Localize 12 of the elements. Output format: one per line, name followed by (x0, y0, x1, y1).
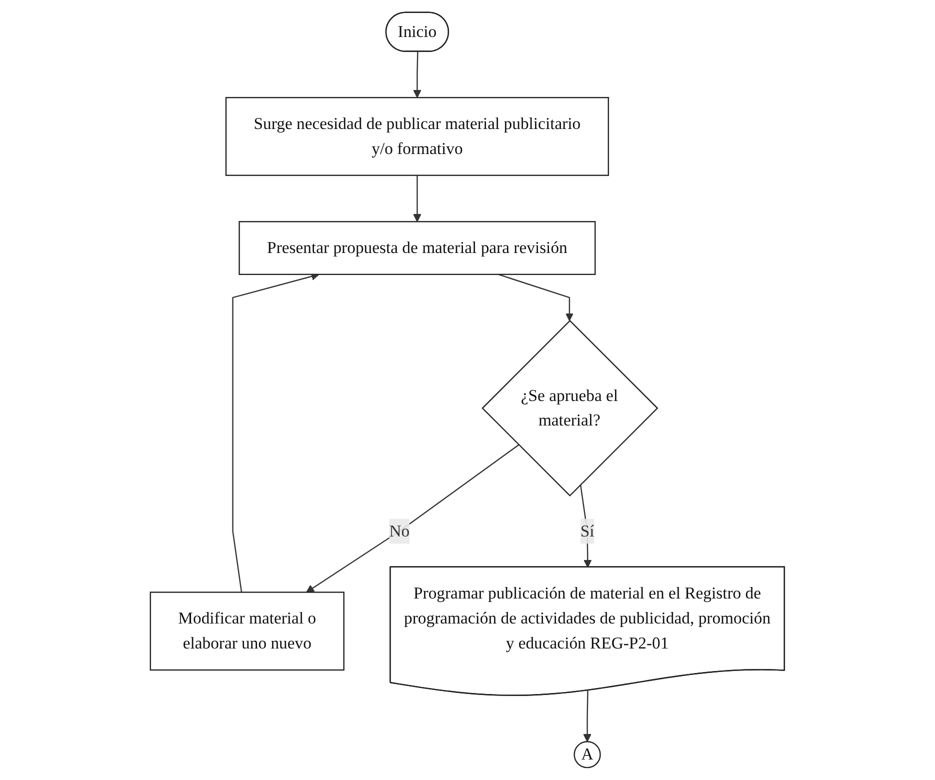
arrow (413, 52, 422, 98)
node-box: Surge necesidad de publicar material publicitario y/o formativo (225, 97, 610, 176)
edge-label: Sí (580, 522, 594, 540)
arrow (413, 175, 422, 222)
arrow (306, 444, 520, 593)
node-diamond: ¿Se aprueba el material? (482, 320, 658, 496)
edge-label: No (389, 522, 410, 540)
node-box: Presentar propuesta de material para revisión (238, 221, 596, 276)
node-box: Modificar material o elaborar uno nuevo (150, 592, 345, 671)
arrow (583, 690, 592, 742)
arrow (498, 274, 574, 322)
node-circle: A (574, 741, 601, 768)
